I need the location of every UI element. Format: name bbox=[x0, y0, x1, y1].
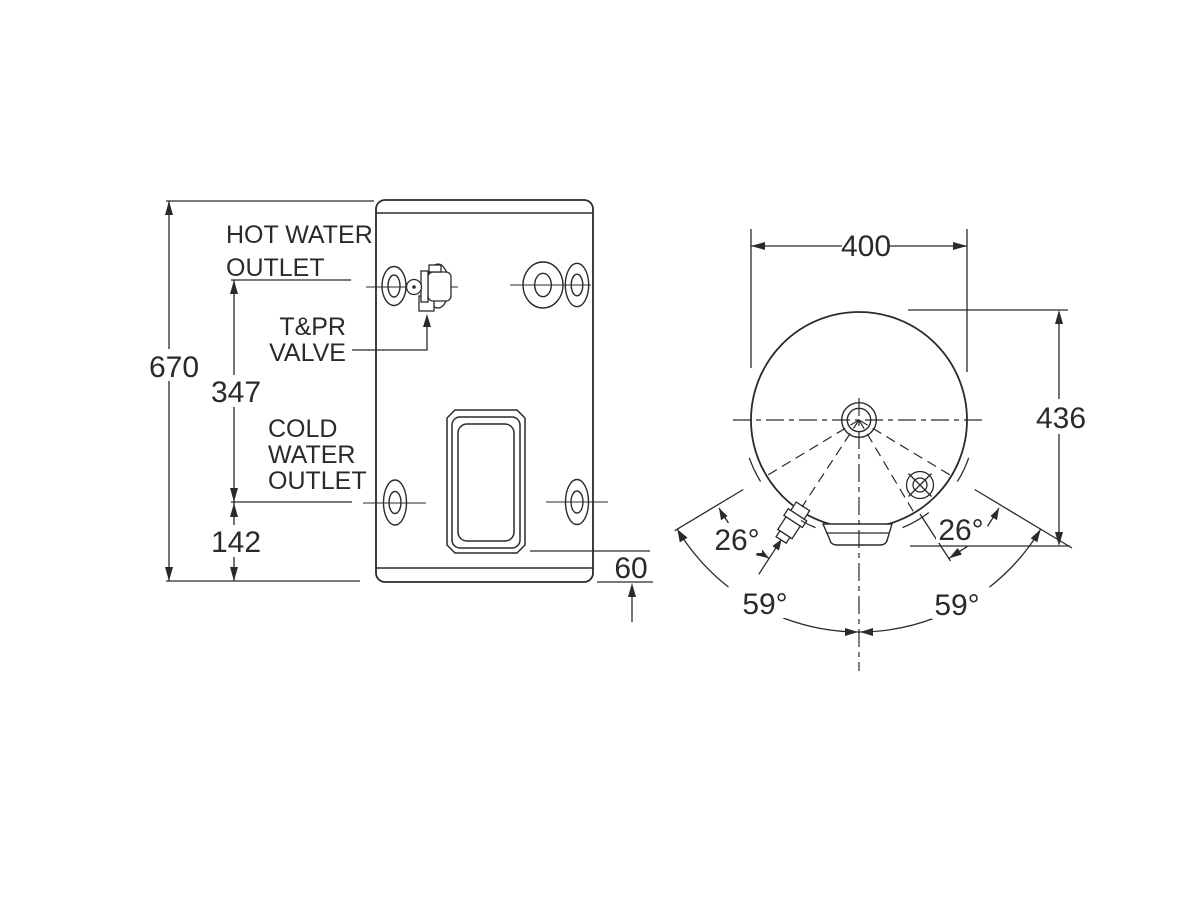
access-panel-inner bbox=[457, 423, 515, 542]
dim-angle-26-left-value: 26° bbox=[714, 524, 759, 557]
top-right-fitting-small bbox=[564, 262, 590, 308]
tpr-valve-plan bbox=[758, 501, 811, 575]
bg-59-left bbox=[740, 588, 790, 618]
bottom-cover bbox=[821, 523, 893, 546]
cold-water-outlet-label-line1: COLD bbox=[268, 415, 337, 443]
hot-water-outlet-label-line2: OUTLET bbox=[226, 254, 325, 282]
dim-142 bbox=[212, 502, 260, 581]
dim-overall-height-value: 670 bbox=[149, 351, 199, 384]
radial-right-59 bbox=[858, 419, 956, 479]
bg-59-right bbox=[932, 589, 982, 619]
dim-angle-59-left-value: 59° bbox=[742, 588, 787, 621]
dim-60 bbox=[530, 550, 653, 622]
dim-outlet-spacing-value: 347 bbox=[211, 376, 261, 409]
front-view bbox=[363, 199, 608, 583]
dim-347 bbox=[212, 280, 260, 502]
access-panel-mid bbox=[451, 416, 521, 549]
front-view-dimensions bbox=[150, 200, 653, 622]
tpr-valve-leader bbox=[352, 314, 431, 351]
bg-26-left bbox=[712, 523, 762, 553]
plan-view-dimensions bbox=[676, 229, 1070, 636]
center-fitting bbox=[841, 402, 878, 439]
top-right-fitting-large bbox=[522, 261, 564, 309]
valve-top-tab bbox=[428, 264, 442, 273]
hot-water-outlet-label-line1: HOT WATER bbox=[226, 221, 373, 249]
radial-left-33 bbox=[801, 419, 860, 508]
cold-water-outlet-fitting bbox=[382, 479, 408, 526]
access-panel-outer bbox=[446, 409, 526, 554]
tpr-valve-label-line2: VALVE bbox=[269, 339, 346, 367]
dim-cold-outlet-height-value: 142 bbox=[211, 526, 261, 559]
plan-view bbox=[674, 311, 1073, 671]
tank-body-outline bbox=[375, 199, 594, 583]
dim-diameter-value: 400 bbox=[841, 230, 891, 263]
cold-water-outlet-label-line3: OUTLET bbox=[268, 467, 367, 495]
dim-overall-depth-value: 436 bbox=[1036, 402, 1086, 435]
dim-400 bbox=[750, 229, 968, 372]
dim-436 bbox=[908, 309, 1070, 547]
radial-right-33 bbox=[858, 419, 917, 517]
radial-left-59 bbox=[762, 419, 860, 479]
dim-base-clearance-value: 60 bbox=[614, 552, 647, 585]
tpr-valve-assembly bbox=[405, 263, 452, 312]
dim-59-arcs bbox=[676, 528, 1042, 636]
valve-body bbox=[427, 271, 452, 302]
valve-axis-arrow bbox=[772, 539, 782, 551]
dim-angle-26-right-value: 26° bbox=[938, 514, 983, 547]
hot-water-outlet-fitting bbox=[381, 265, 407, 307]
bg-26-right bbox=[936, 513, 986, 543]
bracket-arcs bbox=[748, 457, 970, 529]
access-panel bbox=[446, 409, 526, 554]
element-boss-fitting bbox=[905, 470, 935, 500]
lower-right-fitting bbox=[564, 478, 590, 526]
dim-670 bbox=[150, 201, 198, 581]
cold-water-outlet-label-line2: WATER bbox=[268, 441, 356, 469]
radial-extensions bbox=[674, 488, 1073, 562]
dim-angle-59-right-value: 59° bbox=[934, 589, 979, 622]
diagram-text: HOT WATER OUTLET T&PR VALVE COLD WATER O… bbox=[149, 221, 1086, 622]
valve-end-dot bbox=[412, 285, 416, 289]
tpr-valve-label-line1: T&PR bbox=[279, 313, 346, 341]
